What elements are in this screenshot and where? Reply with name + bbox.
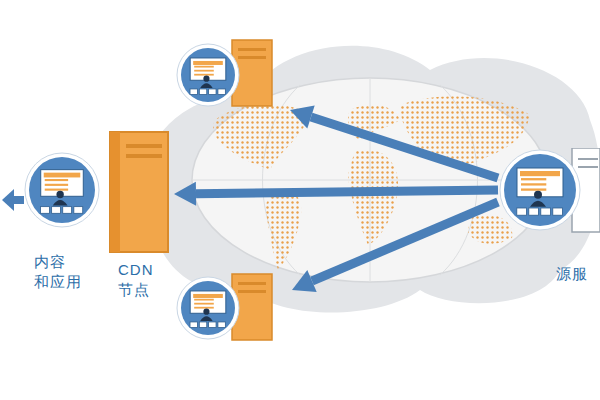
distribution-arrow [292, 202, 498, 292]
node-label: CDN 节点 [118, 260, 162, 299]
site-icon [177, 44, 239, 106]
node-label: 内容 和应用 [34, 252, 86, 291]
node-label: 源服 [556, 264, 596, 284]
origin-server: 源服 [498, 148, 600, 290]
world-map [192, 78, 548, 282]
distribution-arrow [290, 106, 498, 178]
user-arrow [2, 189, 24, 211]
site-icon [177, 277, 239, 339]
distribution-arrow [174, 182, 498, 206]
cloud [146, 46, 600, 313]
content-site: 内容 和应用 [22, 150, 104, 300]
cdn-server: CDN 节点 [108, 130, 172, 310]
